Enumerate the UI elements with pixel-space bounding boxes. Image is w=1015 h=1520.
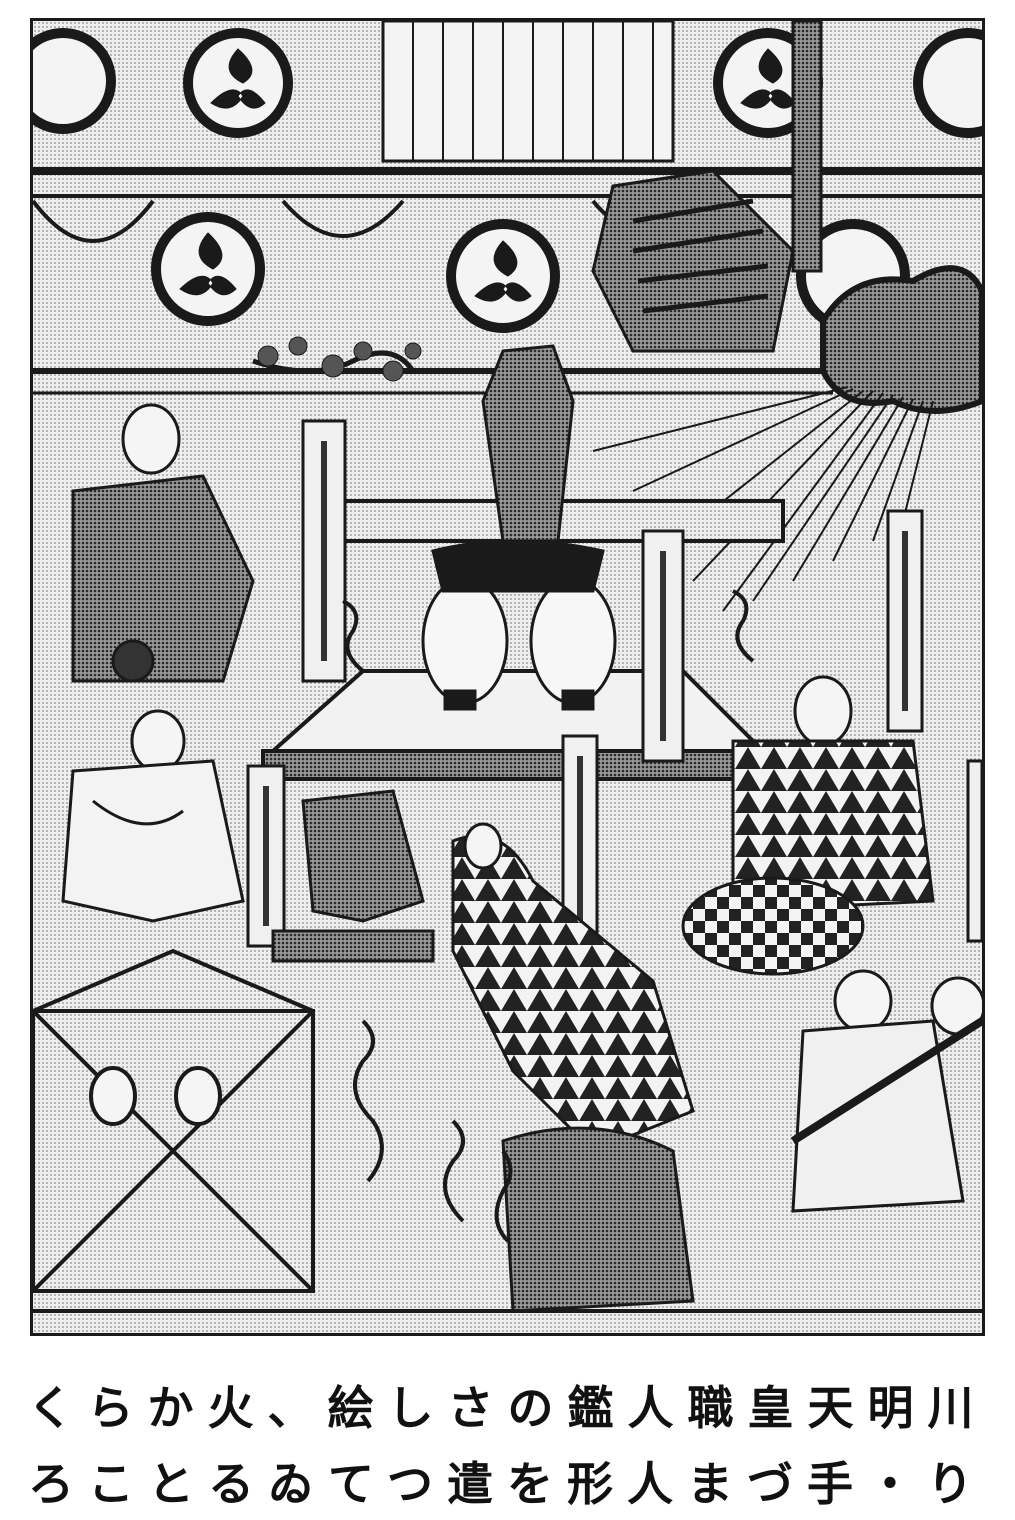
small-puppet-stage <box>271 789 435 963</box>
hanging-frame-lower-left <box>33 948 982 1313</box>
plum-branch <box>252 336 422 382</box>
caption-line-2: ろことるゐてつ遣を形人まづ手・り <box>27 1457 988 1511</box>
central-stage <box>261 499 785 781</box>
seated-figure-left-middle <box>61 709 245 923</box>
armored-warrior-figure <box>591 21 823 353</box>
crest-band <box>33 21 982 198</box>
seated-man-right <box>790 969 982 1213</box>
central-puppet-figure <box>421 344 617 711</box>
dancing-puppet-center <box>451 822 695 1313</box>
puppet-theatre-scene <box>33 21 982 1333</box>
seated-figure-left <box>71 403 255 683</box>
patterned-robe-figure-right <box>681 675 935 976</box>
woodblock-illustration <box>30 18 985 1336</box>
cloud-with-rays <box>592 265 982 612</box>
calligraphy-marks <box>342 589 755 1243</box>
caption-line-1: くらか火、絵しさの鑑人職皇天明川 <box>27 1381 988 1435</box>
